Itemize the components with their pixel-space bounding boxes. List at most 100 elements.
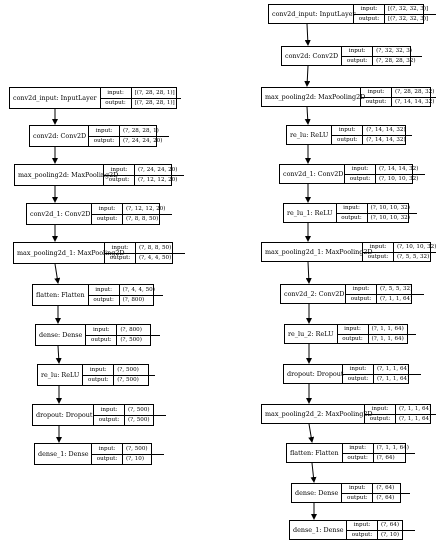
output-shape: (?, 10) — [381, 531, 400, 538]
layer-name: dropout: Dropout — [33, 405, 94, 425]
edge-arrow — [304, 65, 311, 87]
input-label: input: — [101, 88, 132, 98]
input-row: input:(?, 28, 28, 1) — [89, 126, 169, 136]
layer-name: conv2d_input: InputLayer — [10, 88, 101, 108]
layer-name: re_lu_1: ReLU — [284, 204, 337, 222]
output-label: output: — [337, 213, 368, 222]
input-shape: (?, 4, 4, 50) — [122, 286, 155, 293]
layer-shapes: input:(?, 5, 5, 32)output:(?, 1, 1, 64) — [346, 285, 424, 303]
input-shape: (?, 24, 24, 20) — [138, 166, 178, 173]
input-row: input:[(?, 28, 28, 1)] — [101, 88, 181, 98]
output-row: output:(?, 10, 10, 32) — [345, 173, 425, 183]
output-row: output:(?, 1, 1, 64) — [346, 293, 424, 303]
layer-name: max_pooling2d: MaxPooling2D — [262, 88, 365, 106]
input-row: input:(?, 500) — [92, 444, 164, 454]
input-row: input:(?, 28, 28, 32) — [361, 88, 436, 97]
layer-shapes: input:(?, 1, 1, 64)output:(?, 1, 1, 64) — [337, 325, 416, 343]
layer-shapes: input:(?, 64)output:(?, 10) — [347, 521, 415, 539]
input-row: input:(?, 800) — [86, 325, 160, 335]
layer-name: conv2d_1: Conv2D — [27, 204, 92, 224]
output-label: output: — [343, 374, 374, 383]
input-row: input:(?, 1, 1, 64) — [343, 365, 421, 374]
output-shape: (?, 500) — [120, 337, 142, 344]
output-label: output: — [343, 453, 374, 462]
input-row: input:(?, 12, 12, 20) — [92, 204, 172, 214]
output-row: output:(?, 14, 14, 32) — [332, 134, 413, 144]
input-row: input:(?, 500) — [83, 365, 155, 375]
layer-shapes: input:(?, 28, 28, 32)output:(?, 14, 14, … — [361, 88, 436, 106]
input-label: input: — [345, 165, 376, 174]
input-shape: (?, 64) — [376, 485, 395, 492]
input-shape: (?, 1, 1, 64) — [399, 406, 432, 413]
input-row: input:(?, 14, 14, 32) — [345, 165, 425, 174]
layer-shapes: input:(?, 4, 4, 50)output:(?, 800) — [88, 285, 163, 305]
input-label: input: — [342, 47, 374, 56]
edge-arrow — [304, 106, 311, 125]
output-shape: (?, 10, 10, 32) — [370, 214, 410, 221]
input-shape: (?, 10, 10, 32) — [397, 244, 436, 251]
output-label: output: — [332, 135, 364, 144]
input-row: input:(?, 10, 10, 32) — [363, 243, 436, 252]
layer-name: dropout: Dropout — [284, 365, 343, 383]
layer-shapes: input:(?, 1, 1, 64)output:(?, 64) — [342, 444, 415, 462]
output-shape: (?, 1, 1, 64) — [371, 335, 404, 342]
input-shape: (?, 10, 10, 32) — [370, 205, 410, 212]
output-shape: (?, 24, 24, 20) — [123, 138, 163, 145]
input-shape: (?, 800) — [120, 326, 142, 333]
output-shape: (?, 1, 1, 64) — [380, 295, 413, 302]
output-row: output:(?, 64) — [342, 492, 411, 502]
input-shape: (?, 28, 28, 1) — [123, 127, 159, 134]
layer-name: max_pooling2d_1: MaxPooling2D — [262, 243, 373, 261]
input-row: input:(?, 4, 4, 50) — [89, 285, 163, 295]
input-label: input: — [337, 204, 368, 213]
output-shape: (?, 14, 14, 32) — [366, 136, 406, 143]
input-label: input: — [89, 126, 120, 136]
edge-arrow — [54, 263, 61, 284]
layer-shapes: input:(?, 24, 24, 20)output:(?, 12, 12, … — [104, 165, 184, 185]
layer-shapes: input:(?, 12, 12, 20)output:(?, 8, 8, 50… — [92, 204, 172, 224]
output-label: output: — [354, 14, 385, 23]
layer-shapes: input:(?, 500)output:(?, 10) — [92, 444, 164, 464]
output-row: output:(?, 500) — [86, 334, 161, 345]
output-label: output: — [89, 136, 120, 146]
output-shape: (?, 64) — [376, 454, 395, 461]
layer-name: max_pooling2d_2: MaxPooling2D — [262, 405, 373, 423]
layer-name: dense_1: Dense — [35, 444, 92, 464]
input-shape: (?, 8, 8, 50) — [139, 244, 172, 251]
output-shape: (?, 10) — [126, 456, 145, 463]
layer-shapes: input:(?, 28, 28, 1)output:(?, 24, 24, 2… — [89, 126, 169, 146]
layer-name: max_pooling2d_1: MaxPooling2D — [14, 243, 125, 263]
input-shape: (?, 500) — [117, 366, 139, 373]
output-label: output: — [342, 493, 374, 502]
layer-name: conv2d: Conv2D — [282, 47, 343, 65]
layer-name: conv2d_input: InputLayer — [269, 5, 356, 23]
output-label: output: — [86, 335, 118, 345]
input-row: input:(?, 24, 24, 20) — [104, 165, 184, 175]
edge-arrow — [305, 261, 312, 284]
input-label: input: — [363, 243, 394, 252]
layer-shapes: input:(?, 500)output:(?, 500) — [83, 365, 156, 385]
output-shape: (?, 14, 14, 32) — [395, 98, 435, 105]
layer-name: dense: Dense — [292, 484, 343, 502]
input-row: input:(?, 1, 1, 64) — [343, 444, 415, 453]
input-label: input: — [338, 325, 369, 334]
layer-shapes: input:(?, 1, 1, 64)output:(?, 1, 1, 64) — [365, 405, 436, 423]
edge-arrow — [304, 23, 311, 46]
output-shape: (?, 5, 5, 32) — [397, 253, 430, 260]
layer-name: conv2d_2: Conv2D — [281, 285, 346, 303]
layer-shapes: input:[(?, 28, 28, 1)]output:[(?, 28, 28… — [100, 88, 181, 108]
layer-shapes: input:(?, 500)output:(?, 500) — [94, 405, 166, 425]
input-label: input: — [332, 126, 364, 135]
edge-arrow — [55, 345, 62, 364]
input-row: input:(?, 5, 5, 32) — [346, 285, 424, 294]
